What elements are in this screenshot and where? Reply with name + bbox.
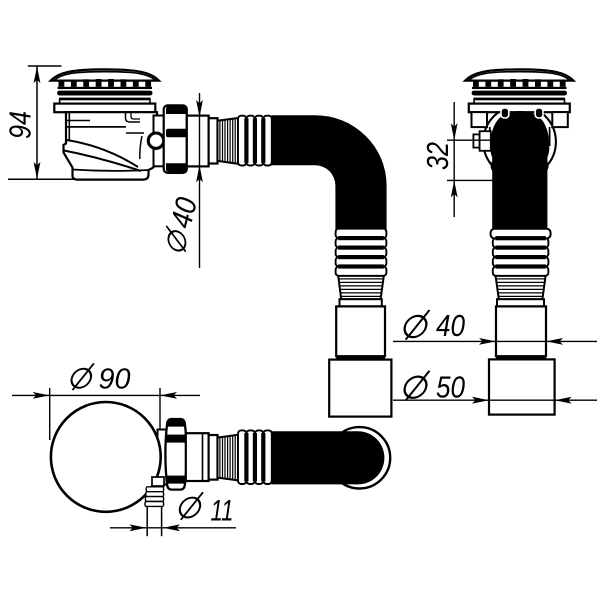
svg-text:32: 32 <box>420 142 455 170</box>
svg-text:94: 94 <box>3 111 38 139</box>
svg-text:40: 40 <box>436 308 465 343</box>
svg-text:50: 50 <box>436 369 465 404</box>
svg-text:11: 11 <box>211 495 234 528</box>
svg-text:90: 90 <box>99 364 131 396</box>
